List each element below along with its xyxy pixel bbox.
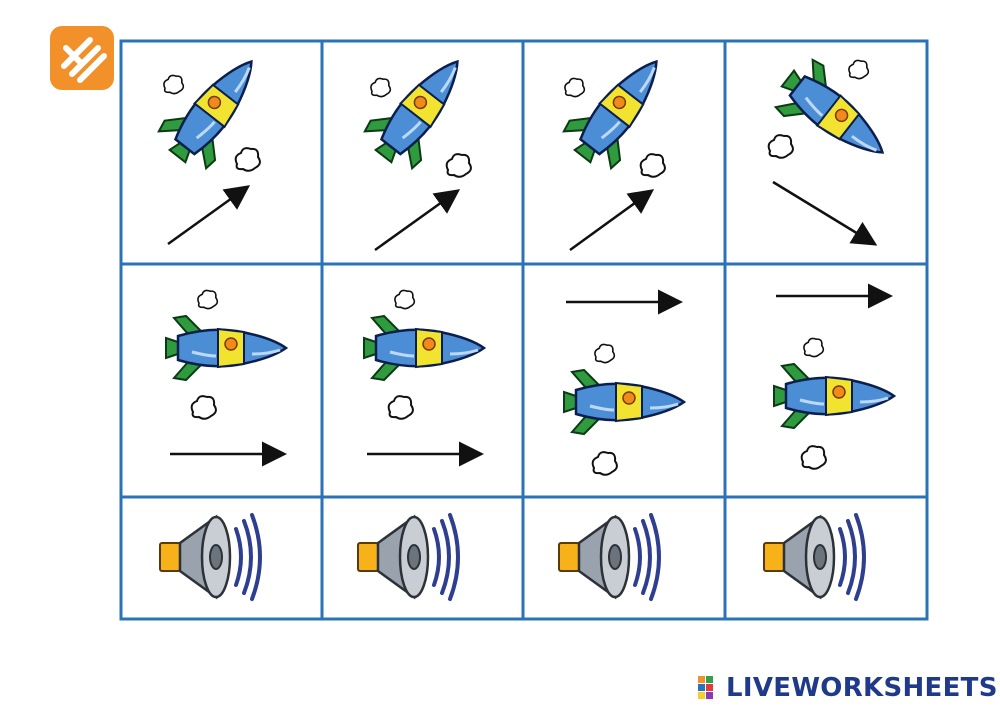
app-logo-icon[interactable] xyxy=(50,26,114,90)
liveworksheets-brand[interactable]: LIVEWORKSHEETS xyxy=(698,670,998,706)
rocket-horizontal-icon xyxy=(772,362,896,430)
rocket-diagonal-up-icon xyxy=(555,40,684,178)
smoke-puff-icon xyxy=(394,289,416,310)
smoke-puff-icon xyxy=(370,77,392,98)
picture-card-1[interactable] xyxy=(150,40,279,246)
smoke-puff-icon xyxy=(800,445,827,470)
speaker-icon[interactable] xyxy=(762,513,866,601)
rocket-horizontal-icon xyxy=(562,368,686,436)
speaker-icon[interactable] xyxy=(158,513,262,601)
smoke-puff-icon xyxy=(594,343,616,364)
speaker-icon[interactable] xyxy=(557,513,661,601)
arrow-up-right-icon xyxy=(374,189,461,252)
picture-card-3[interactable] xyxy=(555,40,684,252)
picture-card-7[interactable] xyxy=(562,289,686,476)
speaker-icon[interactable] xyxy=(356,513,460,601)
brand-name: LIVEWORKSHEETS xyxy=(726,673,998,703)
smoke-puff-icon xyxy=(591,451,618,476)
picture-card-8[interactable] xyxy=(772,283,896,470)
smoke-puff-icon xyxy=(387,395,414,420)
smoke-puff-icon xyxy=(767,134,794,159)
arrow-up-right-icon xyxy=(569,189,655,252)
liveworksheets-logo-icon xyxy=(698,676,713,699)
rocket-horizontal-icon xyxy=(362,314,486,382)
smoke-puff-icon xyxy=(564,77,586,98)
smoke-puff-icon xyxy=(639,153,666,178)
smoke-puff-icon xyxy=(190,395,217,420)
smoke-puff-icon xyxy=(197,289,219,310)
picture-card-4[interactable] xyxy=(766,51,904,246)
picture-card-5[interactable] xyxy=(164,289,288,467)
smoke-puff-icon xyxy=(848,59,870,80)
arrow-down-right-icon xyxy=(772,180,878,246)
smoke-puff-icon xyxy=(445,153,472,178)
smoke-puff-icon xyxy=(163,74,185,95)
smoke-puff-icon xyxy=(234,147,261,172)
picture-card-6[interactable] xyxy=(362,289,486,467)
rocket-diagonal-down-icon xyxy=(766,51,904,180)
picture-card-2[interactable] xyxy=(356,40,485,252)
smoke-puff-icon xyxy=(803,337,825,358)
rocket-horizontal-icon xyxy=(164,314,288,382)
grid-lines xyxy=(119,39,929,621)
arrow-up-right-icon xyxy=(167,185,251,246)
